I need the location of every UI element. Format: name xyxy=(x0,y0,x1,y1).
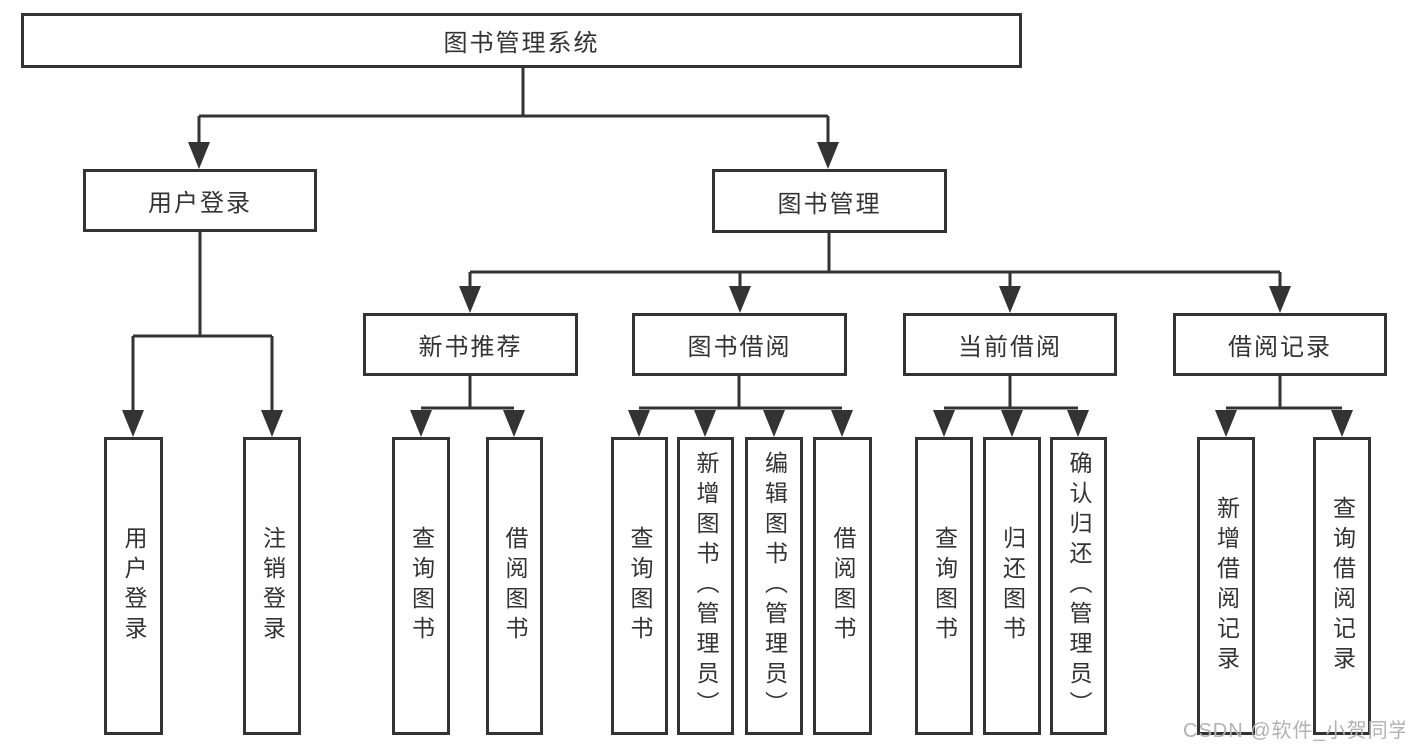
leaf-borrow-books-recommend: 借阅图书 xyxy=(486,437,543,735)
node-library-management-system: 图书管理系统 xyxy=(21,13,1022,68)
leaf-add-book-admin: 新增图书（管理员） xyxy=(677,437,734,735)
node-book-borrowing: 图书借阅 xyxy=(632,313,847,376)
node-current-borrowing: 当前借阅 xyxy=(903,313,1117,376)
csdn-watermark: CSDN @软件_小贺同学 xyxy=(1183,720,1405,742)
leaf-return-book: 归还图书 xyxy=(983,437,1041,735)
leaf-edit-book-admin: 编辑图书（管理员） xyxy=(745,437,803,735)
leaf-query-borrow-record: 查询借阅记录 xyxy=(1313,437,1371,735)
leaf-query-books-recommend: 查询图书 xyxy=(392,437,450,735)
node-book-management: 图书管理 xyxy=(712,169,947,233)
node-new-book-recommendation: 新书推荐 xyxy=(363,313,578,376)
leaf-borrow-books-borrowing: 借阅图书 xyxy=(813,437,872,735)
leaf-logout: 注销登录 xyxy=(243,437,301,735)
leaf-query-books-current: 查询图书 xyxy=(915,437,973,735)
leaf-user-login: 用户登录 xyxy=(104,437,163,735)
leaf-query-books-borrowing: 查询图书 xyxy=(611,437,668,735)
node-user-login: 用户登录 xyxy=(83,169,317,232)
arrowheads xyxy=(122,142,1353,437)
leaf-confirm-return-admin: 确认归还（管理员） xyxy=(1050,437,1107,735)
leaf-add-borrow-record: 新增借阅记录 xyxy=(1197,437,1255,735)
node-borrowing-records: 借阅记录 xyxy=(1173,313,1387,376)
